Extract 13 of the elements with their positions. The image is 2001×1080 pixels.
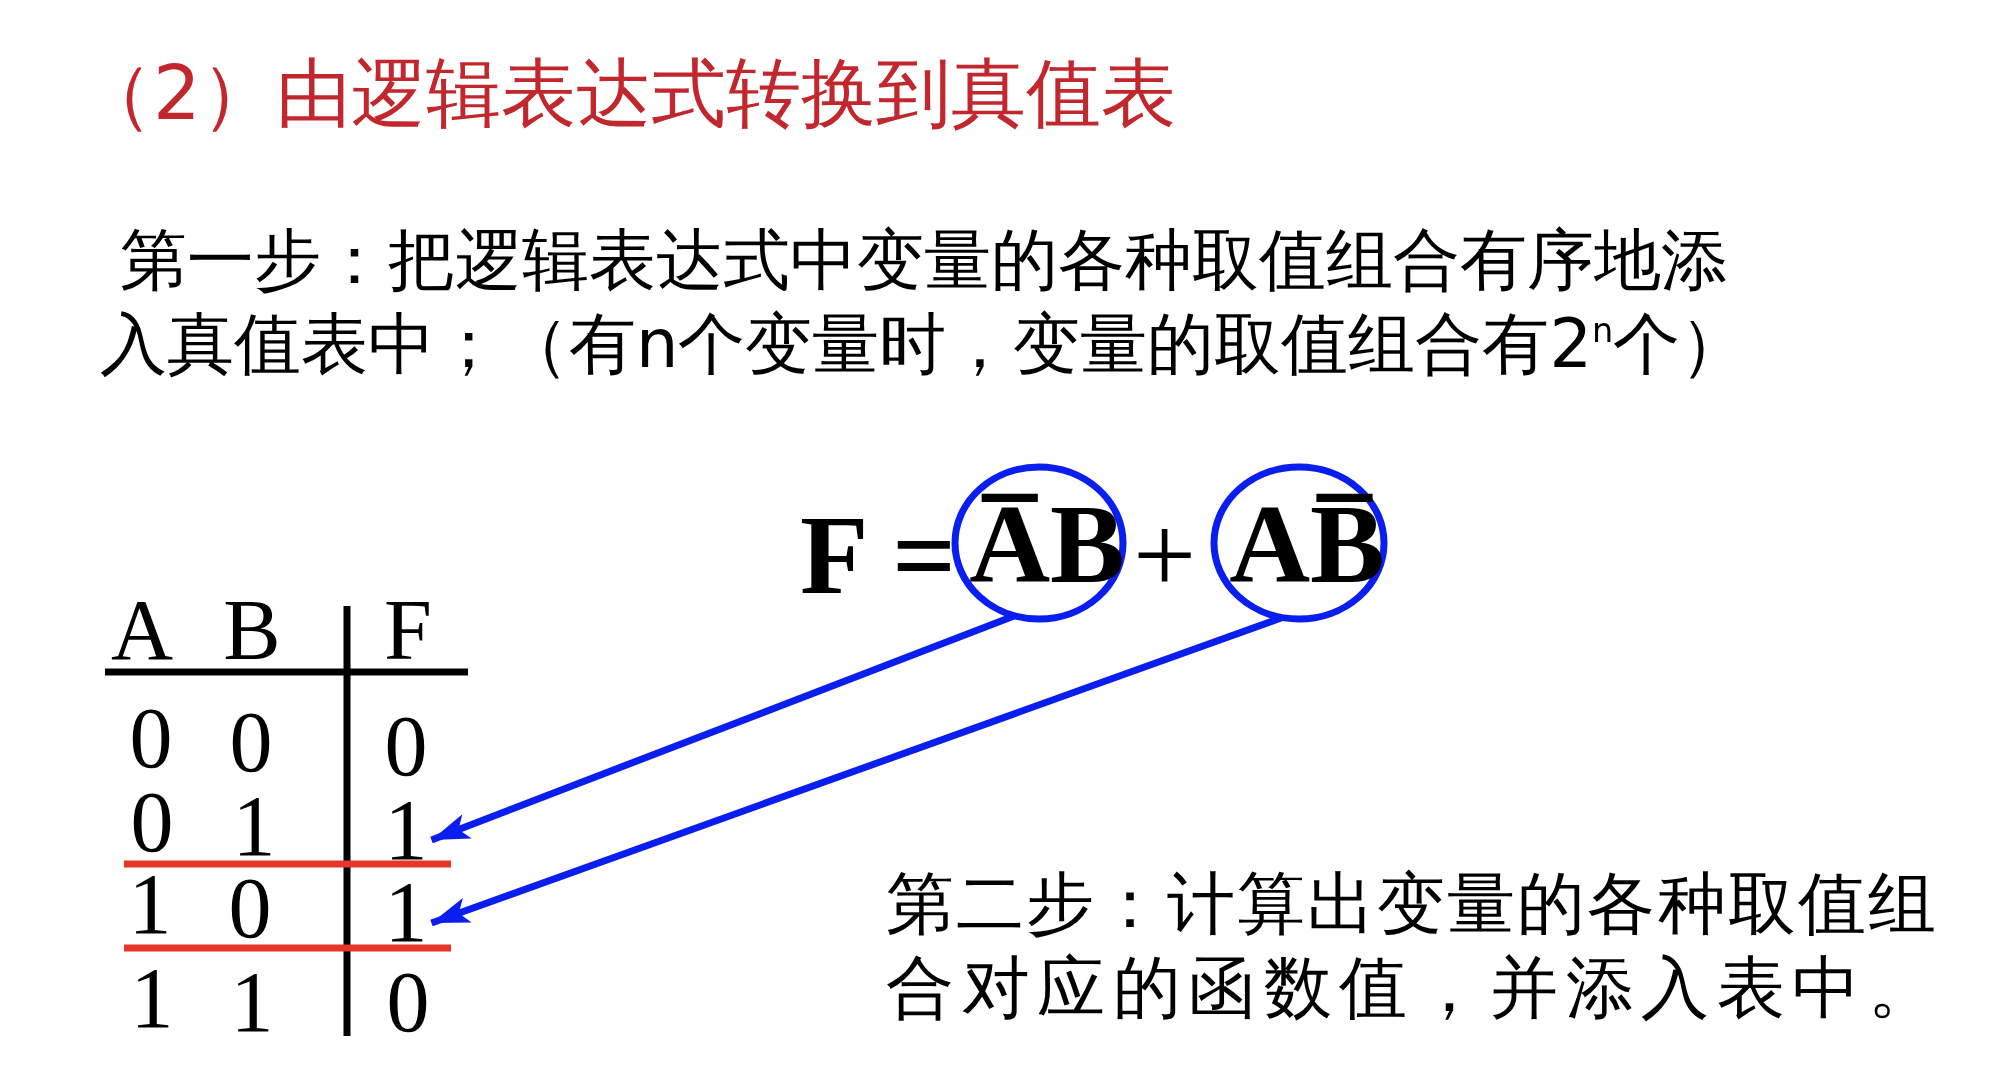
plus-sign: + (1133, 508, 1197, 604)
table-value: 0 (386, 959, 430, 1045)
column-header: A (110, 587, 174, 673)
table-value: 0 (229, 699, 273, 785)
table-value: 0 (384, 703, 428, 789)
table-value: 1 (130, 955, 174, 1041)
step-text: 第一步：把逻辑表达式中变量的各种取值组合有序地添入真值表中；（有n个变量时，变量的取值组合有2$^{n}$个） (100, 220, 1749, 385)
slide-title: （2）由逻辑表达式转换到真值表 (78, 50, 1176, 137)
table-value: 1 (230, 959, 274, 1045)
column-header: F (384, 587, 432, 673)
column-header: B (223, 587, 281, 673)
step-text: 第二步：计算出变量的各种取值组合对应的函数值，并添入表中。 (886, 863, 1936, 1029)
table-value: 0 (129, 695, 173, 781)
